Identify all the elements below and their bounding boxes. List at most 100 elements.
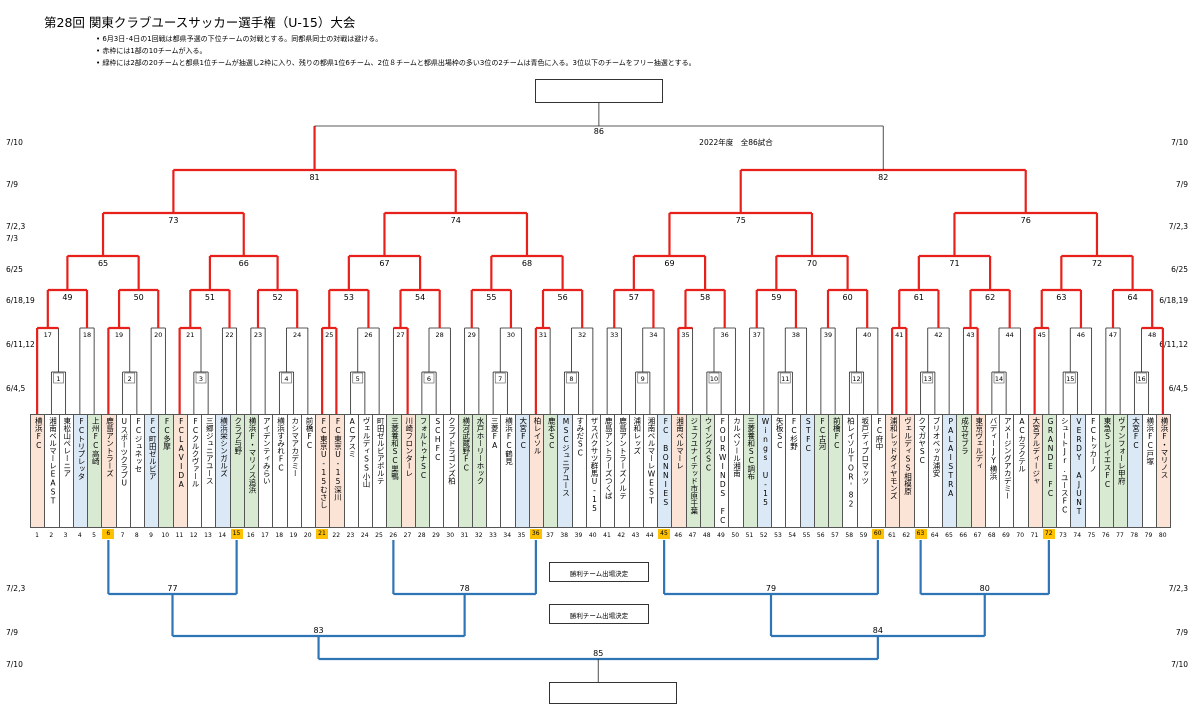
team-cell: STFC (799, 414, 815, 528)
team-number: 17 (261, 532, 269, 539)
team-number: 16 (246, 532, 255, 539)
match-number: 33 (610, 331, 618, 339)
team-number: 57 (831, 532, 839, 539)
team-cell: FCトリプレッタ (72, 414, 88, 528)
team-cell: FC東京U-15むさし (315, 414, 331, 528)
team-number: 6 (102, 529, 115, 539)
team-number: 67 (973, 532, 982, 539)
match-number: 56 (558, 293, 568, 302)
match-number: 76 (1021, 216, 1031, 225)
team-cell: 湘南ベルマーレWEST (642, 414, 658, 528)
team-cell: ヴァンフォーレ甲府 (1113, 414, 1129, 528)
team-number: 43 (631, 532, 640, 539)
team-number: 77 (1116, 532, 1124, 539)
match-number: 12 (852, 375, 860, 383)
date-label-round3-right: 6/18,19 (1159, 296, 1188, 305)
match-number: 42 (934, 331, 942, 339)
match-number-final: 86 (594, 127, 604, 136)
qualification-box-2 (549, 604, 649, 624)
team-cell: 横浜FC鶴見 (500, 414, 516, 528)
date-label-round2: 6/11,12 (6, 340, 35, 349)
match-number-box (124, 372, 136, 384)
match-number: 73 (168, 216, 178, 225)
team-number: 80 (1158, 532, 1167, 539)
date-label-quarterfinal-2: 7/3 (6, 234, 19, 243)
match-number: 75 (736, 216, 746, 225)
team-cell: カシマアカデミー (286, 414, 302, 528)
team-number: 79 (1144, 532, 1153, 539)
match-number: 49 (62, 293, 72, 302)
page-title: 第28回 関東クラブユースサッカー選手権（U-15）大会 (44, 15, 356, 30)
match-number: 53 (344, 293, 354, 302)
match-number-box (637, 372, 649, 384)
qualification-text-1: 勝利チーム出場決定 (569, 570, 629, 578)
team-cell: 鹿本SC (543, 414, 559, 528)
team-cell: ウイングスSC (699, 414, 715, 528)
date-label-cons1: 7/2,3 (6, 584, 26, 593)
match-number: 5 (356, 375, 360, 383)
team-number: 64 (930, 532, 939, 539)
team-cell: 三郷ジュニアユース (201, 414, 217, 528)
team-cell: 横浜F・マリノス追浜 (243, 414, 259, 528)
team-number: 5 (92, 532, 96, 539)
team-number: 39 (574, 532, 583, 539)
match-number: 45 (1038, 331, 1046, 339)
match-number: 58 (700, 293, 710, 302)
date-label-semifinal: 7/9 (6, 180, 19, 189)
team-cell: 前橋FC (300, 414, 316, 528)
team-cell: 川崎フロンターレ (400, 414, 416, 528)
match-number: 43 (966, 331, 974, 339)
team-number: 56 (816, 532, 825, 539)
match-number: 78 (460, 584, 470, 593)
match-number: 72 (1092, 259, 1102, 268)
team-number: 15 (230, 529, 243, 539)
team-cell: GRANDE FC (1041, 414, 1057, 528)
team-number: 22 (332, 532, 341, 539)
team-number: 76 (1101, 532, 1110, 539)
match-number: 28 (436, 331, 444, 339)
team-cell: 矢板SC (771, 414, 787, 528)
match-number: 14 (995, 375, 1003, 383)
match-number: 60 (843, 293, 853, 302)
team-cell: VERDY AJUNT (1070, 414, 1086, 528)
match-number-box (779, 372, 791, 384)
team-cell: 三菱養和SC調布 (742, 414, 758, 528)
team-number: 53 (774, 532, 782, 539)
team-cell: FCトッカーノ (1084, 414, 1100, 528)
team-cell: 横浜FC (30, 414, 46, 528)
team-cell: バディーJY横浜 (984, 414, 1000, 528)
match-number: 51 (205, 293, 215, 302)
season-label: 2022年度 全86試合 (699, 137, 773, 147)
date-label-cons2-right: 7/9 (1175, 628, 1188, 637)
match-number: 36 (721, 331, 729, 339)
match-number: 9 (641, 375, 645, 383)
team-cell: 横河武蔵野FC (457, 414, 473, 528)
team-cell: 湘南ベルマーレ (671, 414, 687, 528)
match-number: 24 (293, 331, 301, 339)
team-number: 66 (959, 532, 968, 539)
team-number: 31 (460, 532, 469, 539)
team-cell: FC杉野 (785, 414, 801, 528)
match-number: 46 (1077, 331, 1085, 339)
team-cell: 前橋FC (828, 414, 844, 528)
team-number: 38 (560, 532, 569, 539)
team-number: 65 (945, 532, 953, 539)
match-number: 4 (284, 375, 288, 383)
match-number: 84 (873, 626, 883, 635)
match-number: 52 (273, 293, 283, 302)
match-number: 16 (1137, 375, 1145, 383)
team-number: 26 (389, 532, 398, 539)
match-number: 41 (895, 331, 903, 339)
team-number: 13 (204, 532, 212, 539)
date-label-final-right: 7/10 (1171, 138, 1188, 147)
match-number: 67 (379, 259, 389, 268)
team-number: 55 (802, 532, 811, 539)
match-number: 44 (1006, 331, 1014, 339)
team-cell: Wings U-15 (756, 414, 772, 528)
team-cell: カルペソール湘南 (728, 414, 744, 528)
match-number: 22 (225, 331, 233, 339)
match-number-box (423, 372, 435, 384)
team-number: 71 (1030, 532, 1039, 539)
match-number: 63 (1056, 293, 1066, 302)
team-cell: 横浜栄シンガルズ (215, 414, 231, 528)
